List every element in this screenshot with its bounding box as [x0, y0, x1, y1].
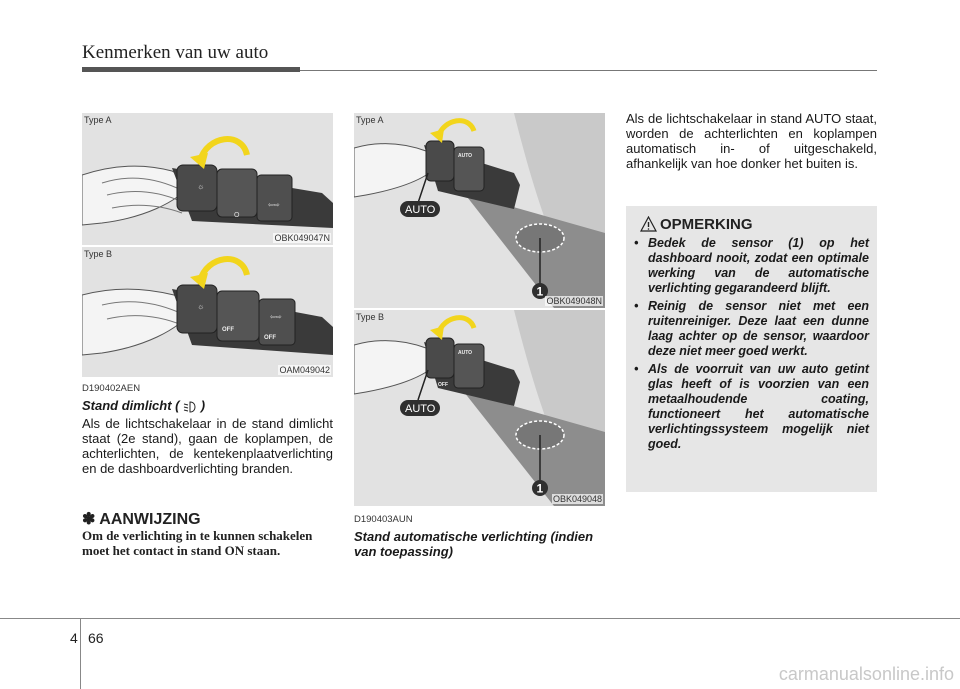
figure-type-b-auto: AUTO OFF 1 AUTO Type B OBK049048: [354, 310, 605, 506]
mark-zero: O: [234, 212, 240, 219]
warning-icon: [640, 216, 657, 232]
lightswitch-illustration: ☼ O ⇦⇨: [82, 136, 333, 228]
chapter-number: 4: [70, 630, 78, 646]
section-code: D190403AUN: [354, 514, 413, 525]
section-code: D190402AEN: [82, 383, 141, 394]
sensor-marker: 1: [537, 482, 544, 496]
svg-text:☼: ☼: [197, 302, 204, 311]
figure-label: Type B: [84, 249, 113, 259]
note-title: AANWIJZING: [99, 511, 201, 528]
figure-code: OAM049042: [278, 365, 331, 375]
note-body: Om de verlichting in te kunnen schakelen…: [82, 528, 313, 558]
list-item: • Als de voorruit van uw auto getint glas…: [634, 362, 869, 452]
note-symbol: ✽: [82, 511, 96, 528]
mark-auto: AUTO: [458, 350, 472, 356]
notice-box: OPMERKING • Bedek de sensor (1) op het da…: [626, 206, 877, 492]
figure-code: OBK049047N: [273, 233, 331, 243]
auto-subhead: Stand automatische verlichting (indien v…: [354, 529, 594, 559]
figure-type-a-lowbeam: ☼ O ⇦⇨ Type A OBK049047N: [82, 113, 333, 245]
note-heading: ✽ AANWIJZING: [82, 509, 201, 529]
list-item: • Bedek de sensor (1) op het dashboard no…: [634, 236, 869, 296]
notice-item-text: Als de voorruit van uw auto getint glas …: [648, 362, 869, 451]
lowbeam-icon: [183, 401, 197, 413]
figure-type-a-auto: AUTO 1 AUTO Type A OBK049048N: [354, 113, 605, 308]
figure-label: Type A: [356, 115, 384, 125]
svg-text:⇦⇨: ⇦⇨: [270, 314, 282, 321]
watermark: carmanualsonline.info: [778, 664, 954, 684]
footer-divider: [80, 618, 81, 689]
svg-text:☼: ☼: [197, 182, 204, 191]
header-rule: [300, 70, 877, 71]
bullet: •: [634, 299, 639, 313]
figure-code: OBK049048: [551, 494, 603, 504]
svg-text:⇦⇨: ⇦⇨: [268, 202, 280, 209]
bullet: •: [634, 362, 639, 376]
mark-auto: AUTO: [458, 153, 472, 159]
figure-type-b-lowbeam: ☼ OFF OFF ⇦⇨ Type B OAM049042: [82, 247, 333, 377]
lightswitch-illustration: ☼ OFF OFF ⇦⇨: [82, 256, 333, 356]
list-item: • Reinig de sensor niet met een ruitenrei…: [634, 299, 869, 359]
notice-title: OPMERKING: [660, 216, 753, 233]
mark-off: OFF: [438, 382, 448, 388]
subhead-close: ): [200, 398, 206, 413]
notice-item-text: Bedek de sensor (1) op het dashboard noo…: [648, 236, 869, 295]
page-header-title: Kenmerken van uw auto: [82, 42, 269, 63]
subhead-text: Stand dimlicht (: [82, 398, 180, 413]
lowbeam-subhead: Stand dimlicht ( ): [82, 398, 205, 413]
notice-list: • Bedek de sensor (1) op het dashboard no…: [634, 236, 869, 455]
auto-badge: AUTO: [405, 403, 436, 415]
notice-item-text: Reinig de sensor niet met een ruitenrein…: [648, 299, 869, 358]
mark-off: OFF: [222, 327, 234, 333]
auto-badge: AUTO: [405, 204, 436, 216]
figure-label: Type A: [84, 115, 112, 125]
autolight-illustration: AUTO OFF 1 AUTO: [354, 310, 605, 506]
autolight-illustration: AUTO 1 AUTO: [354, 113, 605, 308]
lowbeam-body: Als de lichtschakelaar in de stand dimli…: [82, 416, 333, 476]
header-bar: [82, 67, 300, 72]
auto-body: Als de lichtschakelaar in stand AUTO sta…: [626, 111, 877, 171]
sensor-marker: 1: [537, 285, 544, 299]
footer-rule: [0, 618, 960, 619]
figure-code: OBK049048N: [545, 296, 603, 306]
page-number: 66: [88, 630, 104, 646]
figure-label: Type B: [356, 312, 385, 322]
bullet: •: [634, 236, 639, 250]
mark-off: OFF: [264, 335, 276, 341]
